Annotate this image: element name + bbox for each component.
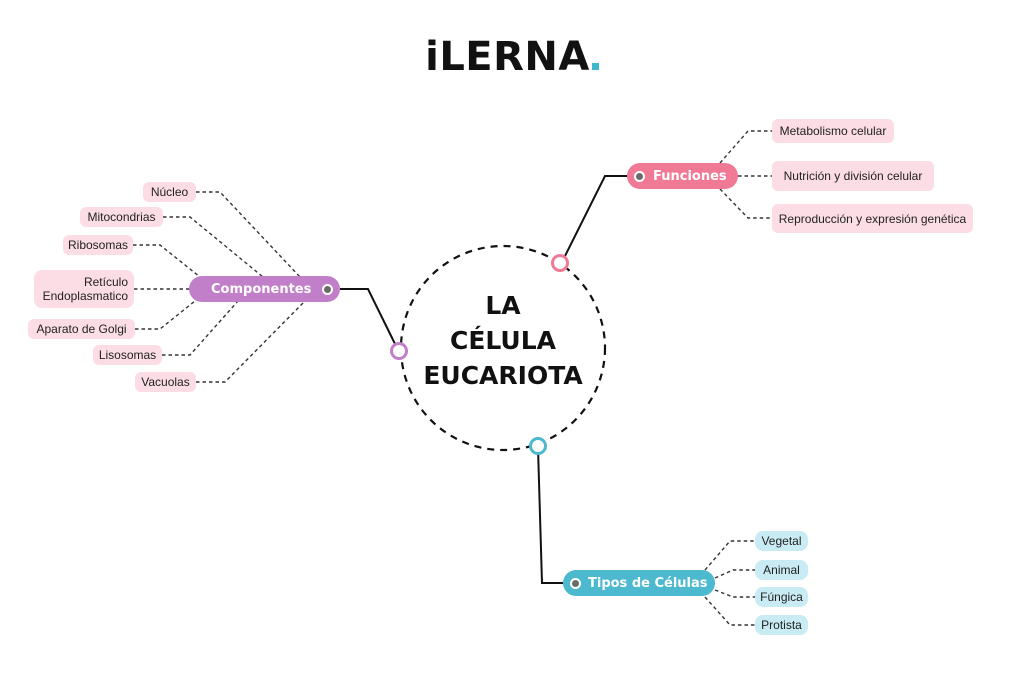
center-title-line-2: CÉLULA (449, 326, 557, 355)
componentes-leaf-links (133, 191, 306, 383)
leaf-aparato-de-golgi[interactable]: Aparato de Golgi (28, 319, 135, 339)
ring-funciones (551, 254, 569, 272)
link-vacuolas (196, 300, 306, 383)
link-componentes (340, 288, 399, 351)
leaf-ribosomas[interactable]: Ribosomas (63, 235, 133, 255)
node-tipos-de-celulas[interactable]: Tipos de Células (563, 570, 715, 596)
node-funciones-label: Funciones (653, 168, 727, 184)
center-title-line-1: LA (485, 291, 521, 320)
link-reproduccion (719, 188, 772, 219)
link-tipos (537, 447, 564, 584)
leaf-animal[interactable]: Animal (755, 560, 808, 580)
link-nucleo (196, 191, 301, 278)
center-title-line-3: EUCARIOTA (423, 361, 583, 390)
leaf-mitocondrias[interactable]: Mitocondrias (80, 207, 163, 227)
ring-componentes (390, 342, 408, 360)
link-animal (714, 569, 755, 579)
leaf-fungica[interactable]: Fúngica (755, 587, 808, 607)
leaf-vacuolas[interactable]: Vacuolas (135, 372, 196, 392)
node-funciones[interactable]: Funciones (627, 163, 738, 189)
link-funciones (562, 175, 628, 261)
leaf-nutricion-division[interactable]: Nutrición y división celular (772, 161, 934, 191)
ring-tipos (529, 437, 547, 455)
logo-text: iLERNA (425, 34, 590, 80)
node-tipos-label: Tipos de Células (588, 575, 708, 591)
funciones-leaf-links (719, 130, 772, 219)
link-lisosomas (162, 300, 239, 356)
node-componentes[interactable]: Componentes (189, 276, 340, 302)
link-fungica (714, 589, 755, 598)
leaf-vegetal[interactable]: Vegetal (755, 531, 808, 551)
link-mitocondrias (163, 216, 264, 278)
collapse-knob-icon[interactable] (634, 170, 645, 182)
tipos-leaf-links (704, 540, 755, 626)
leaf-reticulo-text: Retículo Endoplasmatico (42, 275, 128, 303)
collapse-knob-icon[interactable] (322, 283, 333, 295)
leaf-reticulo-endoplasmatico[interactable]: Retículo Endoplasmatico (34, 270, 134, 308)
leaf-reproduccion-expresion[interactable]: Reproducción y expresión genética (772, 204, 973, 233)
logo-dot (591, 63, 599, 70)
link-vegetal (704, 540, 755, 571)
link-ribosomas (133, 244, 201, 278)
leaf-lisosomas[interactable]: Lisosomas (93, 345, 162, 365)
link-golgi (135, 300, 196, 330)
center-circle (399, 244, 607, 452)
link-protista (704, 596, 755, 626)
leaf-protista[interactable]: Protista (755, 615, 808, 635)
ilerna-logo: iLERNA (0, 34, 1024, 80)
collapse-knob-icon[interactable] (570, 577, 581, 589)
leaf-metabolismo-celular[interactable]: Metabolismo celular (772, 119, 894, 143)
center-title: LA CÉLULA EUCARIOTA (398, 288, 608, 393)
link-metabolismo (719, 130, 772, 164)
leaf-nucleo[interactable]: Núcleo (143, 182, 196, 202)
node-componentes-label: Componentes (211, 281, 312, 297)
